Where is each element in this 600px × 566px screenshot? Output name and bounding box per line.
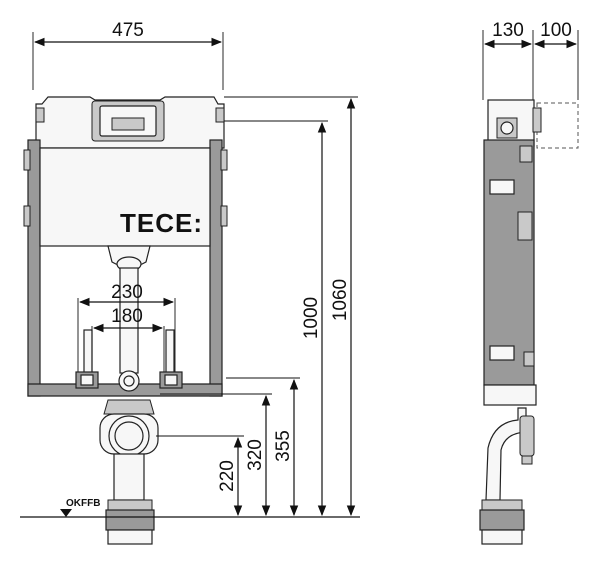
floor-marker-triangle	[60, 509, 72, 517]
wall-bracket-right-2	[220, 205, 228, 227]
side-drain-connector-foot	[521, 455, 533, 465]
wall-bracket-right-1	[220, 149, 228, 171]
fixing-rod-right	[165, 329, 175, 375]
side-flush-valve	[500, 121, 514, 135]
side-clip-top	[532, 107, 542, 133]
floor-marker-label: OKFFB	[66, 498, 100, 509]
drain-pipe	[113, 453, 145, 501]
side-bracket-3	[523, 351, 535, 367]
fixing-rod-left	[83, 329, 93, 375]
drain-pipe-end	[107, 529, 153, 545]
extension-label: 100	[540, 20, 572, 41]
fixing-block-right-bolt	[164, 374, 178, 386]
depth-label: 130	[492, 20, 524, 41]
wall-bracket-left-1	[23, 149, 31, 171]
drain-pipe-sleeve	[107, 499, 153, 511]
side-drain-collar	[479, 509, 525, 531]
side-frame-base	[483, 384, 537, 406]
fixing-block-left-bolt	[80, 374, 94, 386]
height-floor-label: 220	[217, 460, 238, 492]
side-drain-end	[481, 529, 523, 545]
side-bracket-2	[517, 211, 533, 241]
flush-outlet-inner	[123, 375, 135, 387]
spacing-inner-label: 180	[111, 306, 143, 327]
top-clip-left	[35, 107, 45, 123]
wall-bracket-left-2	[23, 205, 31, 227]
actuator-bracket	[111, 117, 145, 131]
width-dimension-label: 475	[112, 20, 144, 41]
height-fixing-label: 355	[273, 430, 294, 462]
front-view: 475 TECE: 230 180	[20, 20, 360, 545]
drain-bracket	[103, 399, 155, 415]
side-slot-2	[489, 345, 515, 361]
drain-outlet	[114, 421, 144, 451]
side-drain-sleeve	[481, 499, 523, 511]
brand-logo: TECE:	[120, 208, 203, 238]
spacing-outer-label: 230	[111, 282, 143, 303]
top-clip-right	[215, 107, 225, 123]
drain-pipe-collar	[105, 509, 155, 531]
side-slot-1	[489, 179, 515, 195]
cistern-body	[39, 147, 211, 247]
height-drain-label: 320	[245, 439, 266, 471]
height-total-label: 1060	[330, 279, 351, 321]
side-bracket-1	[519, 145, 533, 163]
frame-post-left	[27, 139, 41, 397]
side-drain-connector	[519, 415, 535, 457]
side-view: 130 100	[479, 20, 579, 545]
frame-post-right	[209, 139, 223, 397]
height-frame-label: 1000	[301, 297, 322, 339]
actuator-extension-outline	[536, 102, 579, 149]
